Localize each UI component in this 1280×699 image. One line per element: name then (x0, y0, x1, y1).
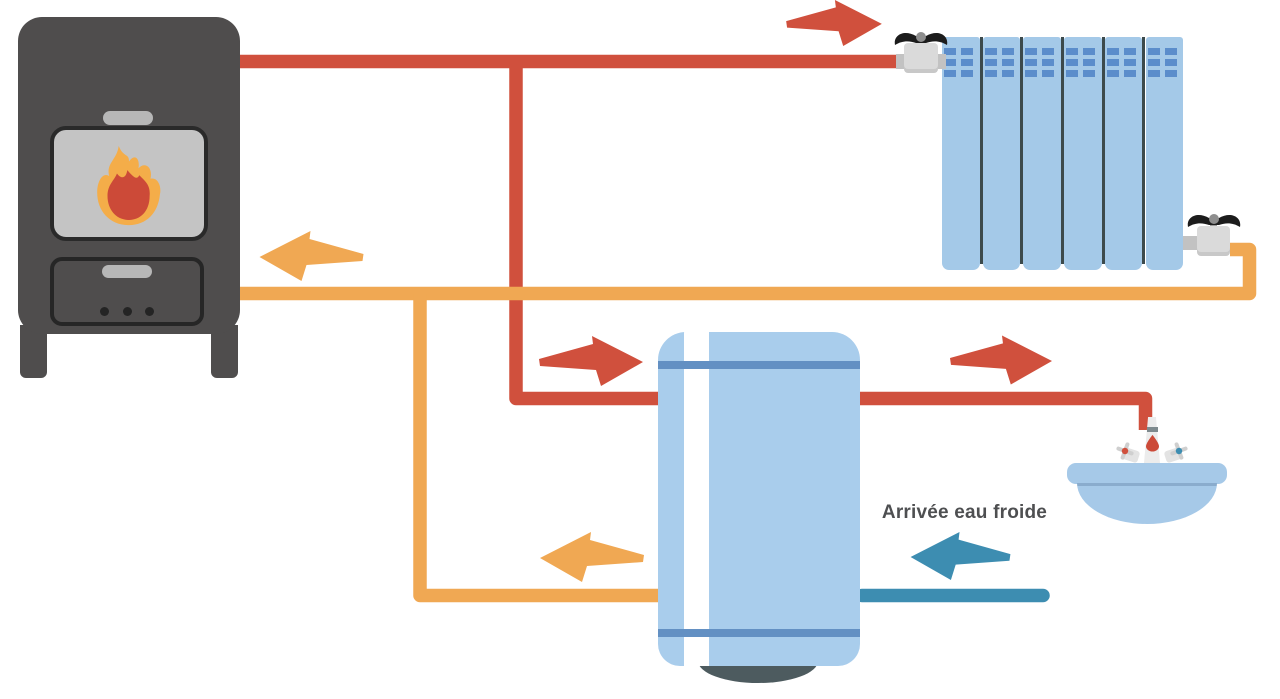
stove-vent-dot (100, 307, 109, 316)
flow-arrow-cold-inlet (908, 532, 1013, 580)
radiator-divider (979, 37, 983, 264)
hot-water-drop-icon (1146, 434, 1159, 452)
tank-highlight-stripe (684, 332, 709, 666)
pipe-return-main (240, 242, 1257, 301)
radiator-section (1145, 37, 1184, 270)
valve-handle-icon (1187, 214, 1241, 227)
valve-handle-icon (894, 32, 948, 45)
faucet-handle-hot-icon (1116, 442, 1134, 460)
radiator-divider (1061, 37, 1065, 264)
valve-body (1197, 226, 1230, 256)
radiator-vents (1025, 48, 1060, 80)
radiator-section (942, 37, 980, 270)
valve-stub (1183, 236, 1200, 250)
tank-band-top (658, 361, 860, 369)
radiator-divider (1020, 37, 1024, 264)
flow-arrow-hot-to-sink (950, 334, 1052, 386)
radiator-divider (1142, 37, 1146, 264)
stove-vent-dot (123, 307, 132, 316)
pipe-hot-branch-to-tank (509, 61, 666, 406)
pipe-return-branch-to-tank (413, 293, 666, 603)
radiator (942, 37, 1184, 270)
radiator-vents (1066, 48, 1101, 80)
valve-body (904, 43, 938, 73)
cold-water-inlet-label: Arrivée eau froide (881, 502, 1048, 523)
stove-window-handle (103, 111, 153, 125)
radiator-divider (1101, 37, 1105, 264)
faucet-handle-cold-icon (1170, 442, 1188, 460)
stove-vent-dot (145, 307, 154, 316)
radiator-vents (984, 48, 1019, 80)
radiator-section (1023, 37, 1061, 270)
sink-rim (1067, 463, 1227, 484)
tank-body (658, 332, 860, 666)
stove-lower-door (50, 257, 204, 326)
flow-arrow-hot-to-tank (538, 336, 644, 386)
radiator-sections (942, 37, 1184, 270)
radiator-vents (944, 48, 978, 80)
radiator-section (1064, 37, 1102, 270)
tank-band-bottom (658, 629, 860, 637)
flow-arrow-hot-supply (781, 0, 887, 46)
radiator-section (1104, 37, 1143, 270)
stove-door-handle (102, 265, 152, 278)
radiator-vents (1106, 48, 1141, 80)
flow-arrow-return-to-tank (539, 532, 645, 582)
faucet-band (1147, 427, 1158, 432)
flow-arrow-return-to-boiler (259, 231, 364, 281)
flame-icon (97, 146, 161, 226)
radiator-vents (1147, 48, 1182, 80)
radiator-section (982, 37, 1021, 270)
pipe-hot-tank-to-faucet (856, 391, 1153, 430)
